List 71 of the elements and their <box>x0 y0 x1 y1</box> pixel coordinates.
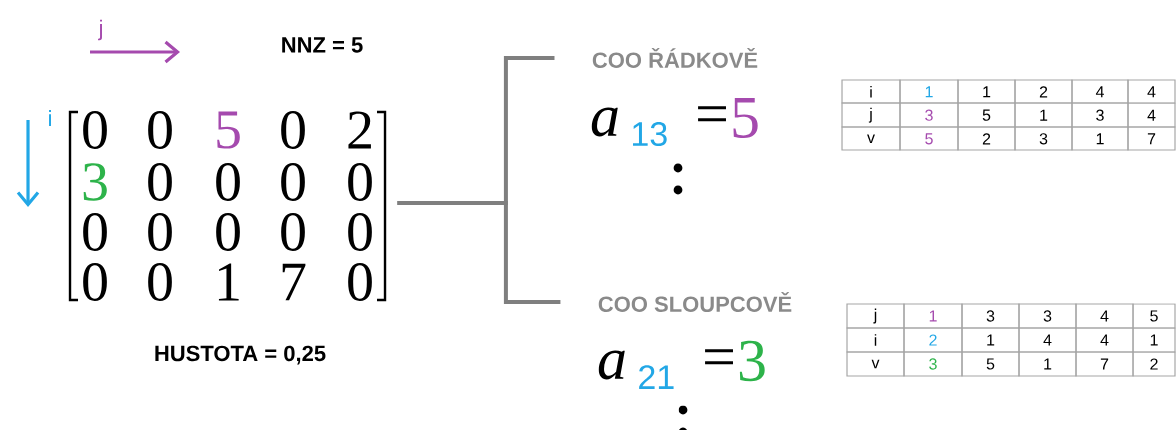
table-cell: 5 <box>961 351 1020 377</box>
table-cell: 7 <box>1075 351 1134 377</box>
formula-symbol: a <box>598 350 625 380</box>
table-cell: 3 <box>899 102 959 128</box>
table-cell: 3 <box>1018 303 1077 329</box>
matrix-entry: 0 <box>148 263 172 301</box>
table-cell: 3 <box>1071 102 1129 128</box>
table-cell: 1 <box>961 327 1020 353</box>
section-heading: COO SLOUPCOVĚ <box>598 292 792 312</box>
table-cell: 1 <box>1132 327 1176 353</box>
bracket-connector <box>397 201 561 304</box>
table-cell: 4 <box>1018 327 1077 353</box>
table-cell: 3 <box>903 351 963 377</box>
table-cell: 7 <box>1127 126 1176 151</box>
formula-value: 3 <box>739 340 765 382</box>
table-cell: 5 <box>1132 303 1176 329</box>
table-cell: 4 <box>1127 102 1176 128</box>
table-cell: 2 <box>1132 351 1176 377</box>
axis-label: j <box>98 19 102 41</box>
density-label: HUSTOTA = 0,25 <box>155 345 326 365</box>
table-cell: 4 <box>1075 327 1134 353</box>
table-cell: v <box>846 351 905 377</box>
matrix-entry: 1 <box>218 263 239 301</box>
matrix-entry: 0 <box>348 163 372 201</box>
table-cell: 3 <box>961 303 1020 329</box>
formula-subscript: 13 <box>633 121 667 147</box>
table-cell: i <box>846 327 905 353</box>
matrix-entry: 0 <box>216 163 240 201</box>
matrix-entry: 0 <box>83 111 107 149</box>
table-cell: 1 <box>903 303 963 329</box>
matrix-entry: 2 <box>348 111 371 149</box>
table-cell: 4 <box>1127 79 1176 104</box>
table-cell: 1 <box>1014 102 1073 128</box>
matrix-entry: 0 <box>281 111 305 149</box>
formula-symbol: a <box>591 107 618 137</box>
matrix <box>68 110 387 302</box>
table-cell: 4 <box>1071 79 1129 104</box>
matrix-entry: 0 <box>281 213 305 251</box>
matrix-entry: 0 <box>348 213 372 251</box>
matrix-entry: 3 <box>83 163 107 201</box>
matrix-entry: 0 <box>348 263 372 301</box>
table-cell: 1 <box>957 79 1016 104</box>
formula-sign: = <box>698 106 726 122</box>
table-cell: 3 <box>1014 126 1073 151</box>
matrix-entry: 0 <box>148 111 172 149</box>
table-cell: 1 <box>1018 351 1077 377</box>
matrix-entry: 0 <box>148 213 172 251</box>
table-cell: 2 <box>957 126 1016 151</box>
nnz-label: NNZ = 5 <box>282 37 363 53</box>
table-cell: j <box>846 303 905 329</box>
table-cell: j <box>841 102 901 128</box>
matrix-entry: 0 <box>83 213 107 251</box>
matrix-entry: 0 <box>148 163 172 201</box>
section-heading: COO ŘÁDKOVĚ <box>592 48 758 68</box>
table-cell: 5 <box>899 126 959 151</box>
table-cell: i <box>841 79 901 104</box>
table-cell: 1 <box>1071 126 1129 151</box>
table-cell: 2 <box>903 327 963 353</box>
table-cell: 1 <box>899 79 959 104</box>
table-cell: v <box>841 126 901 151</box>
matrix-entry: 0 <box>216 213 240 251</box>
formula-subscript: 21 <box>639 365 674 389</box>
matrix-entry: 7 <box>282 263 306 301</box>
table-cell: 2 <box>1014 79 1073 104</box>
matrix-entry: 0 <box>281 163 305 201</box>
formula-sign: = <box>705 349 733 365</box>
formula-value: 5 <box>733 98 758 138</box>
matrix-entry: 5 <box>217 111 240 149</box>
table-cell: 4 <box>1075 303 1134 329</box>
matrix-entry: 0 <box>83 263 107 301</box>
table-cell: 5 <box>957 102 1016 128</box>
